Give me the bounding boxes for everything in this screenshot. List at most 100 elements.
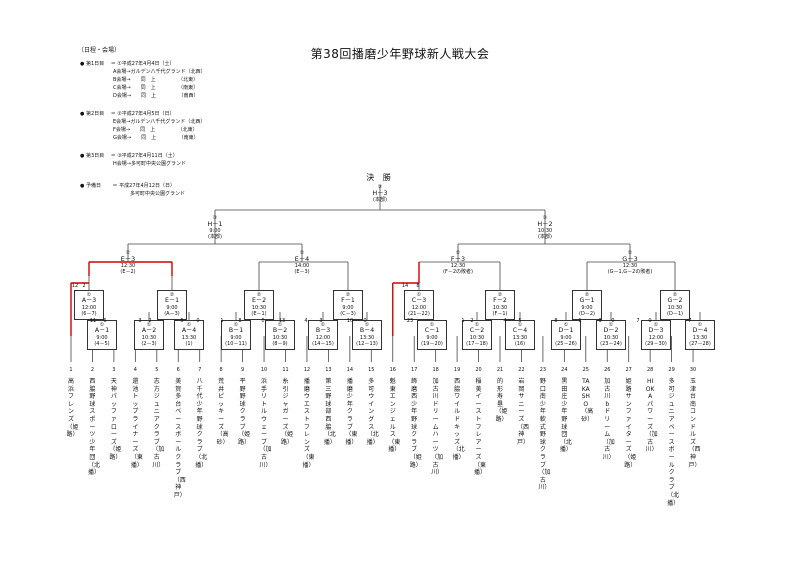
round1-match-box-note: (1) <box>185 341 193 348</box>
team-number: 26 <box>604 367 611 373</box>
round1-match-box-note: (23－24) <box>600 341 622 348</box>
team-name: 玉津台南コンドルズ（西神戸） <box>688 378 701 469</box>
round1-match-box-round: ① <box>563 322 569 328</box>
round1-match-box-note: (17－18) <box>466 341 488 348</box>
quarter-label-time: 12:30 <box>450 262 466 269</box>
score-value: 5 <box>180 318 184 324</box>
round1-match-box-round: ① <box>608 322 614 328</box>
round2-match-box-time: 9:00 <box>342 304 354 311</box>
score-value: 14 <box>401 283 409 289</box>
team-name: 播磨少年クラブ（東播） <box>345 378 358 446</box>
round1-match-box-time: 12:00 <box>648 334 664 341</box>
round1-match-box-note: (16) <box>514 341 526 348</box>
team-name: 稲美イーストフレアーズ（東播） <box>474 378 487 477</box>
team-number: 4 <box>133 367 137 373</box>
score-value: 0 <box>363 318 367 324</box>
team-number: 7 <box>198 367 202 373</box>
day1-venue-d: D会場→ 同 上 （南西） <box>113 93 199 99</box>
quarter-label-time: 12:30 <box>120 262 136 269</box>
round2-match-box-note: (D－2) <box>579 311 595 318</box>
team-name: 八千代少年野球クラブ（北播） <box>195 378 208 469</box>
team-name: 天神パッファローズ（姫路） <box>109 378 122 461</box>
team-name: 野口南少年軟式野球クラブ（加古川） <box>538 378 551 492</box>
semi-label-time: 9:00 <box>209 227 221 234</box>
reserve-venue: 多可町中央公園グランド <box>130 191 186 197</box>
round2-match-box-id: G－1 <box>579 297 595 305</box>
semi-label-note: (本部) <box>208 233 222 240</box>
score-value: 7 <box>636 318 640 324</box>
round1-match-box-id: C－4 <box>512 327 528 335</box>
team-number: 24 <box>561 367 568 373</box>
team-number: 1 <box>69 367 73 373</box>
score-value: 8 <box>416 283 420 289</box>
score-value: 1 <box>220 318 224 324</box>
round1-match-box-id: A－2 <box>141 327 157 335</box>
round1-match-box-id: A－4 <box>181 327 197 335</box>
score-value: 0 <box>261 318 265 324</box>
day2-line: ● 第2日目 ＝ ②平成27年4月5日（日） <box>80 111 175 117</box>
round1-match-box-note: (29－30) <box>645 341 667 348</box>
day1-venue-c: C会場→ 同 上 （南東） <box>113 85 199 91</box>
round1-match-box-note: (12－13) <box>356 341 378 348</box>
round1-match-box-time: 10:30 <box>141 334 157 341</box>
round1-match-box-id: D－1 <box>558 327 574 335</box>
round2-match-box-time: 12:00 <box>411 304 427 311</box>
round1-match-box-note: (14－15) <box>312 341 334 348</box>
team-name: 高浜フレンズ（姫路） <box>66 378 79 439</box>
round2-match-box-time: 10:30 <box>492 304 508 311</box>
round1-match-box-time: 10:30 <box>272 334 288 341</box>
team-number: 12 <box>303 367 311 373</box>
round1-match-box-round: ① <box>517 322 523 328</box>
round2-match-box-id: G－2 <box>667 297 683 305</box>
reserve-line: ● 予備日 ＝ 平成27年4月12日（日） <box>80 183 176 189</box>
round2-match-box-time: 9:00 <box>581 304 593 311</box>
round2-match-box-round: ② <box>256 292 262 298</box>
score-value: 8 <box>238 318 242 324</box>
team-number: 25 <box>582 367 589 373</box>
round1-match-box-note: (27－28) <box>689 341 711 348</box>
team-number: 9 <box>241 367 245 373</box>
team-name: 黒田庄少年野球団（北播） <box>559 378 572 454</box>
quarter-label-round: ② <box>125 250 131 256</box>
final-round: ③ <box>377 184 383 190</box>
round2-match-box-note: (C－3) <box>340 311 356 318</box>
team-name: 糸引ジャガーズ（姫路） <box>281 378 294 446</box>
round1-match-box-id: D－4 <box>692 327 708 335</box>
team-name: 多可ウイングス（北播） <box>366 378 379 446</box>
round1-match-box-id: D－2 <box>603 327 619 335</box>
team-name: 還池トップライナーズ（東播） <box>130 378 143 469</box>
round1-match-box-id: A－1 <box>94 327 110 335</box>
team-number: 23 <box>539 367 547 373</box>
team-name: 岩岡サニーズ（西神戸） <box>516 378 529 446</box>
team-name: 多可ジュニアベースボールクラブ（北播） <box>667 378 680 507</box>
team-number: 2 <box>90 367 95 373</box>
semi-label-round: ③ <box>542 215 548 221</box>
team-name: 第三野球部西脇（北播） <box>323 378 336 446</box>
team-number: 10 <box>260 367 268 373</box>
round2-match-box-note: (F－1) <box>492 311 508 318</box>
day1-venue-b: B会場→ 同 上 （北東） <box>113 77 199 83</box>
round2-match-box-note: (21－22) <box>408 311 430 318</box>
round2-match-box-id: E－2 <box>251 297 267 305</box>
quarter-label-time: 12:30 <box>622 262 638 269</box>
team-name: TAKASHO（高砂） <box>581 378 594 423</box>
score-value: 0 <box>648 318 652 324</box>
team-number: 18 <box>432 367 439 373</box>
round1-match-box-round: ① <box>474 322 480 328</box>
score-value: 2 <box>82 283 86 289</box>
team-name: 志方ジュニアクラブ（加古川） <box>152 378 165 469</box>
team-name: HIOKAパワーズ（加古川） <box>645 378 658 454</box>
round2-match-box-time: 9:00 <box>166 304 178 311</box>
day3-line: ● 第3日目 ＝ ③平成27年4月11日（土） <box>80 153 178 159</box>
